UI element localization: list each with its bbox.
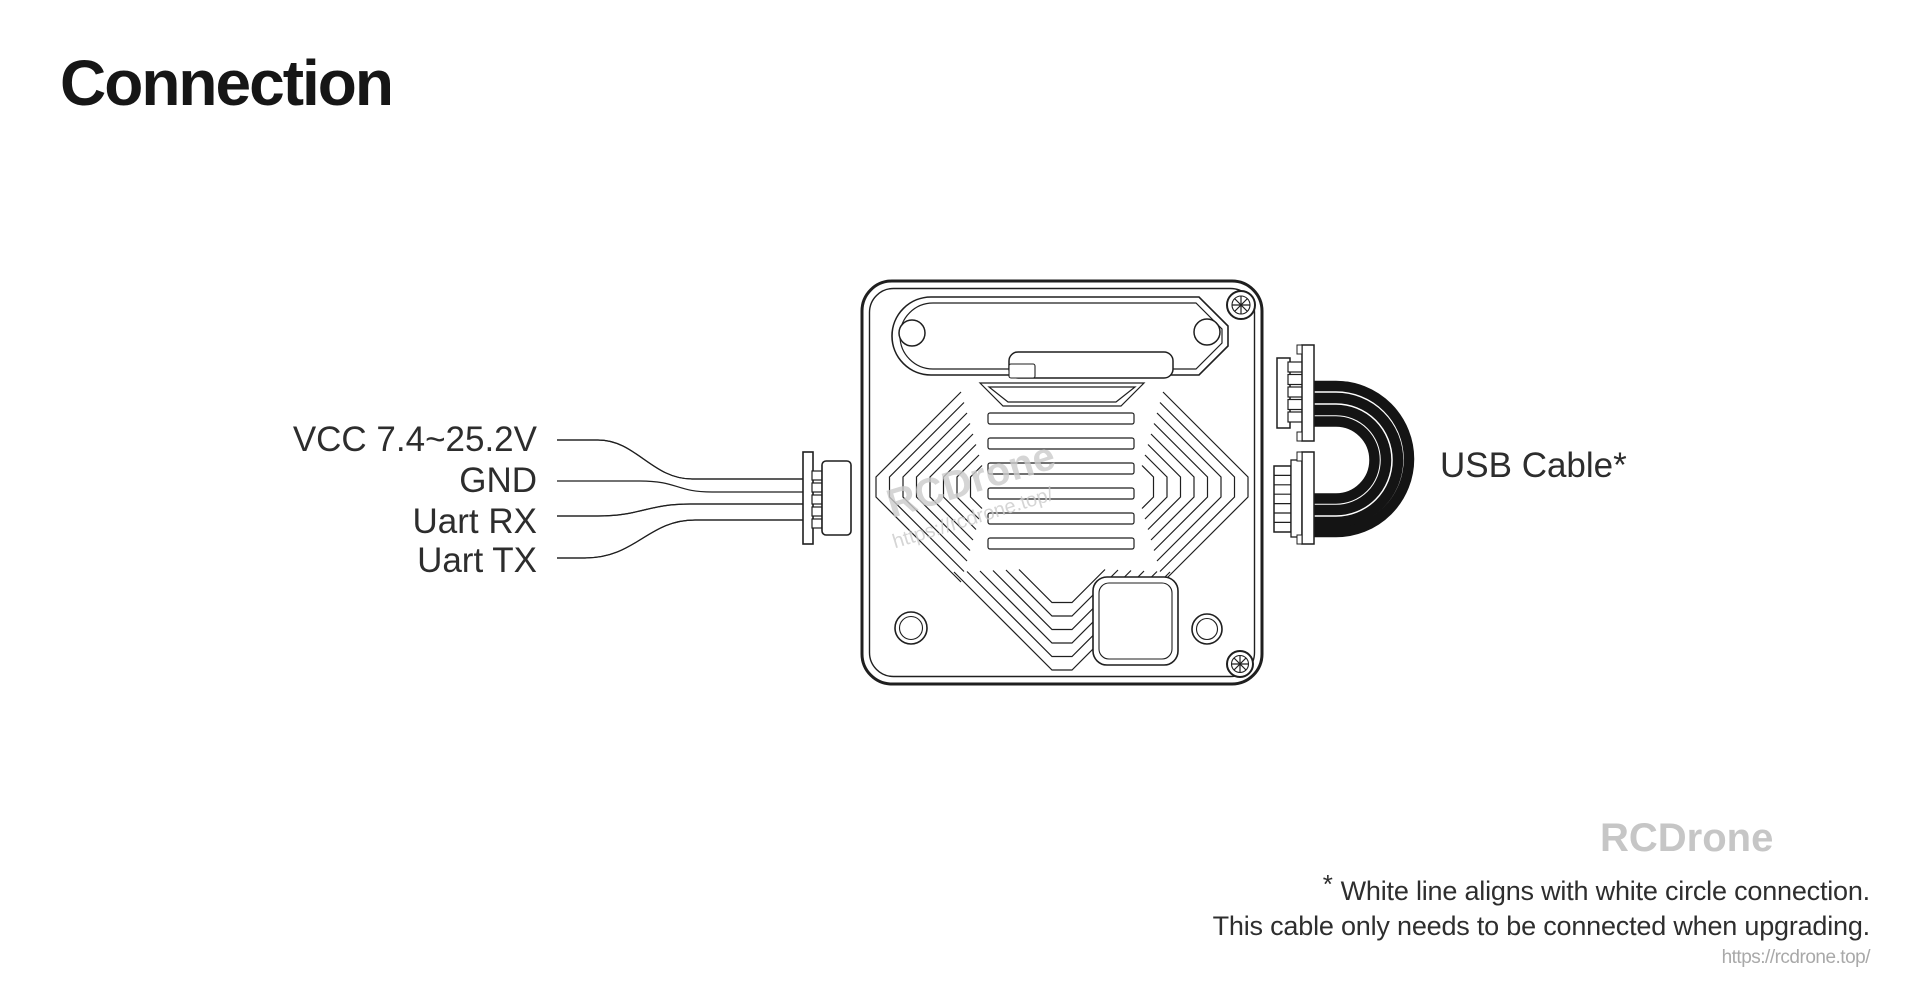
screw-top-right — [1226, 290, 1256, 320]
usb-cable-label: USB Cable* — [1440, 446, 1627, 485]
heatsink-fins-center — [978, 382, 1146, 550]
screw-bottom-right — [1226, 650, 1254, 678]
usb-connector-bottom — [1273, 451, 1315, 545]
wire-vcc — [557, 439, 803, 480]
wire-label-uart-rx: Uart RX — [412, 502, 537, 541]
usb-cable-loop — [1312, 380, 1415, 538]
plate-tab-step — [1008, 363, 1036, 379]
mounting-hole-bottom-right — [1191, 613, 1223, 645]
footnote-line-2: This cable only needs to be connected wh… — [1212, 911, 1871, 941]
wire-vcc-color — [557, 439, 803, 480]
mounting-hole-bottom-left — [894, 611, 928, 645]
wire-label-uart-tx: Uart TX — [417, 541, 537, 580]
wire-uart-tx — [557, 519, 803, 559]
mounting-plate — [891, 296, 1229, 379]
footnote-url: https://rcdrone.top/ — [1721, 947, 1871, 968]
footnote-line-1-text: White line aligns with white circle conn… — [1340, 876, 1871, 906]
left-cable — [557, 439, 852, 559]
wire-label-vcc: VCC 7.4~25.2V — [292, 420, 537, 459]
heatsink-fins-left — [875, 391, 983, 583]
module-window — [1092, 576, 1179, 666]
brand-watermark: RCDrone — [1600, 816, 1774, 860]
page-title: Connection — [60, 47, 394, 119]
device-body: RCDrone https://rcdrone.top/ — [860, 279, 1264, 686]
heatsink-fins-right — [1141, 391, 1249, 583]
footnote-asterisk: * — [1322, 869, 1333, 899]
plate-hole-left — [898, 319, 926, 347]
jst-connector — [802, 451, 852, 545]
wire-uart-rx — [557, 503, 803, 517]
wire-gnd — [557, 480, 803, 493]
usb-connector-top — [1276, 344, 1315, 442]
footnote-line-1: *White line aligns with white circle con… — [1213, 869, 1871, 909]
plate-hole-right — [1193, 318, 1221, 346]
wire-label-gnd: GND — [459, 461, 537, 500]
footnote: *White line aligns with white circle con… — [1212, 869, 1871, 969]
